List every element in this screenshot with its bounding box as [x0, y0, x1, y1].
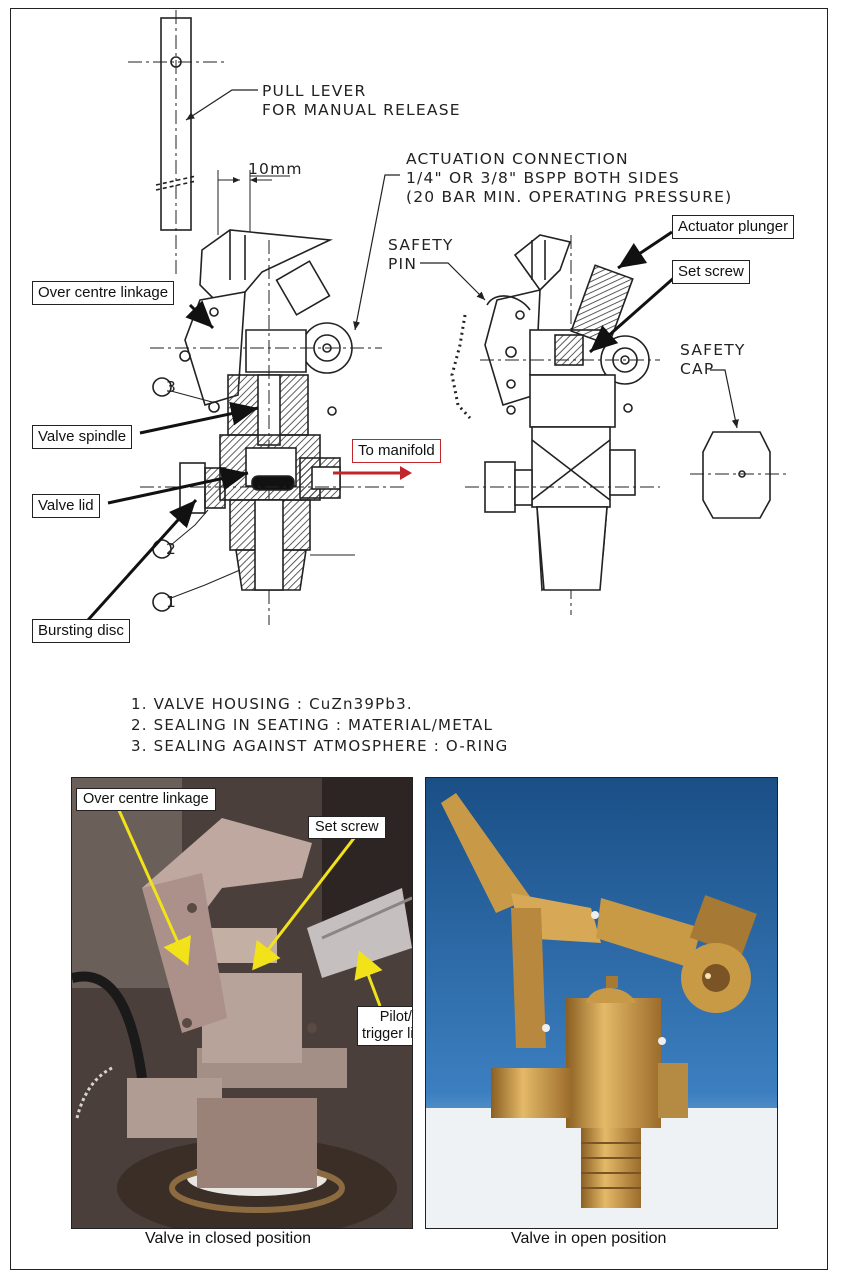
photo-label-pilot-trigger-line: Pilot/ trigger line	[357, 1006, 413, 1046]
part-number-2: 2	[166, 540, 177, 558]
figure-frame	[10, 8, 828, 1270]
part-number-3: 3	[166, 378, 177, 396]
note-3: 3. SEALING AGAINST ATMOSPHERE : O-RING	[131, 737, 509, 755]
callout-set-screw: Set screw	[672, 260, 750, 284]
pilot-label-line2: trigger line	[362, 1026, 413, 1042]
right-external-view	[420, 234, 790, 615]
callout-to-manifold: To manifold	[352, 439, 441, 463]
callout-valve-spindle: Valve spindle	[32, 425, 133, 449]
actuation-label-line2: 1/4" OR 3/8" BSPP BOTH SIDES	[406, 169, 680, 187]
photo-valve-closed-image	[72, 778, 412, 1228]
actuation-label-line1: ACTUATION CONNECTION	[406, 150, 629, 168]
callout-arrows	[86, 230, 677, 622]
callout-bursting-disc: Bursting disc	[32, 619, 130, 643]
caption-valve-closed: Valve in closed position	[145, 1230, 312, 1247]
callout-actuator-plunger: Actuator plunger	[672, 215, 795, 239]
photo-label-set-screw: Set screw	[308, 816, 386, 839]
photo-valve-closed: Over centre linkage Set screw Pilot/ tri…	[71, 777, 413, 1229]
note-1: 1. VALVE HOUSING : CuZn39Pb3.	[131, 695, 413, 713]
part-number-1: 1	[166, 593, 177, 611]
callout-valve-lid: Valve lid	[32, 494, 100, 518]
safety-cap-label-line1: SAFETY	[680, 341, 746, 359]
actuation-label-line3: (20 BAR MIN. OPERATING PRESSURE)	[406, 188, 732, 206]
safety-pin-label-line1: SAFETY	[388, 236, 454, 254]
dimension-10mm: 10mm	[248, 160, 303, 178]
caption-valve-open: Valve in open position	[511, 1230, 667, 1247]
photo-valve-open-image	[426, 778, 777, 1228]
safety-cap-label-line2: CAP	[680, 360, 714, 378]
callout-over-centre-linkage: Over centre linkage	[32, 281, 175, 305]
material-notes: 1. VALVE HOUSING : CuZn39Pb3. 2. SEALING…	[131, 694, 508, 757]
note-2: 2. SEALING IN SEATING : MATERIAL/METAL	[131, 716, 494, 734]
photo-valve-open	[425, 777, 778, 1229]
to-manifold-arrowhead	[400, 466, 412, 480]
pull-lever-label-line2: FOR MANUAL RELEASE	[262, 101, 461, 119]
pull-lever-label-line1: PULL LEVER	[262, 82, 367, 100]
photo-label-over-centre-linkage: Over centre linkage	[76, 788, 216, 811]
pilot-label-line1: Pilot/	[379, 1009, 412, 1025]
safety-pin-label-line2: PIN	[388, 255, 417, 273]
